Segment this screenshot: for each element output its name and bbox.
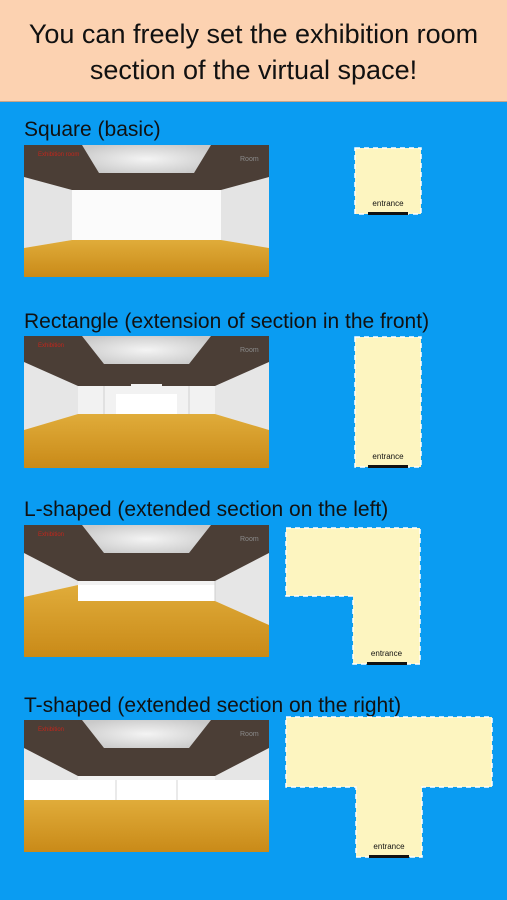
room-name-tag: Exhibition room xyxy=(38,152,80,158)
room-label: Room xyxy=(240,731,259,738)
entrance-label: entrance xyxy=(372,199,404,208)
entrance-label: entrance xyxy=(370,649,403,658)
header-line-1: You can freely set the exhibition room xyxy=(28,19,479,49)
room-label: Room xyxy=(240,347,259,354)
room-preview-square: Exhibition room Room xyxy=(24,145,269,277)
room-render-t-shaped xyxy=(24,720,269,852)
room-name-tag: Exhibition xyxy=(38,343,65,349)
room-preview-t-shaped: Exhibition Room xyxy=(24,720,269,852)
room-name-tag: Exhibition xyxy=(38,727,65,733)
room-label: Room xyxy=(240,536,259,543)
section-title-t-shaped: T-shaped (extended section on the right) xyxy=(24,694,402,717)
room-name-tag: Exhibition xyxy=(38,532,65,538)
entrance-label: entrance xyxy=(372,452,404,461)
section-title-square: Square (basic) xyxy=(24,118,161,141)
header-line-2: section of the virtual space! xyxy=(89,55,418,85)
floor-plan-l-shaped: entrance xyxy=(285,527,422,668)
room-preview-l-shaped: Exhibition Room xyxy=(24,525,269,657)
floor-plan-square: entrance xyxy=(354,147,422,216)
header-banner: You can freely set the exhibition room s… xyxy=(0,0,507,102)
floor-plan-t-shaped: entrance xyxy=(285,716,494,861)
entrance-label: entrance xyxy=(373,842,405,851)
room-render-square xyxy=(24,145,269,277)
section-title-l-shaped: L-shaped (extended section on the left) xyxy=(24,498,389,521)
room-label: Room xyxy=(240,156,259,163)
room-preview-rectangle: Exhibition Room xyxy=(24,336,269,468)
section-title-rectangle: Rectangle (extension of section in the f… xyxy=(24,310,430,333)
room-render-l-shaped xyxy=(24,525,269,657)
floor-plan-rectangle: entrance xyxy=(354,336,422,469)
room-render-rectangle xyxy=(24,336,269,468)
